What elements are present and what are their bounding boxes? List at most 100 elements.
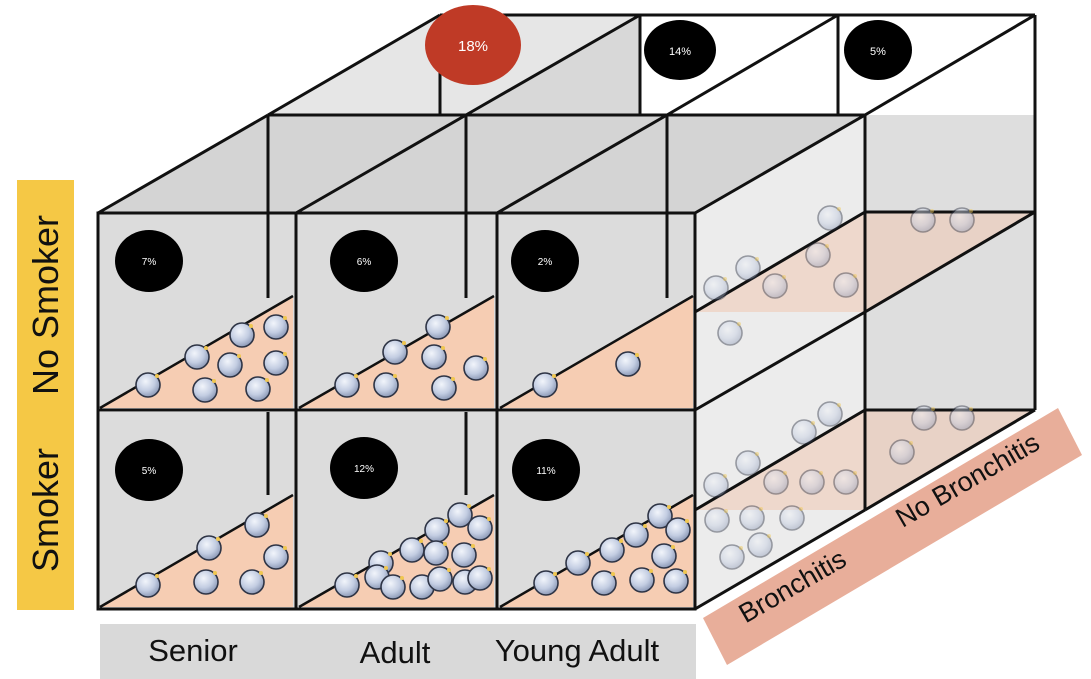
ball-accent: [667, 505, 671, 509]
ball-accent: [931, 407, 935, 411]
ball: [135, 572, 161, 598]
faded-ball: [703, 472, 729, 498]
faded-ball: [763, 469, 789, 495]
ball-accent: [384, 566, 388, 570]
young-adult-label: Young Adult: [495, 633, 660, 668]
badge-no-smoker-adult: 6%: [330, 230, 398, 292]
badge-smoker-young-adult-label: 11%: [536, 466, 555, 477]
ball-accent: [393, 374, 397, 378]
faded-ball: [762, 273, 788, 299]
no-smoker-badges: 7% 6% 2%: [115, 230, 579, 292]
ball: [196, 535, 222, 561]
ball-accent: [155, 374, 159, 378]
faded-ball: [717, 320, 743, 346]
ball-accent: [237, 354, 241, 358]
ball-accent: [755, 257, 759, 261]
bronchitis-axis: Bronchitis No Bronchitis: [703, 408, 1082, 665]
badge-no-smoker-young-adult-label: 2%: [538, 257, 553, 268]
ball-accent: [819, 471, 823, 475]
ball: [135, 372, 161, 398]
ball-accent: [400, 576, 404, 580]
faded-ball: [833, 272, 859, 298]
ball-accent: [643, 524, 647, 528]
top-badge-3: 5%: [844, 20, 912, 80]
ball: [425, 314, 451, 340]
ball: [663, 568, 689, 594]
ball-accent: [799, 507, 803, 511]
ball-accent: [467, 504, 471, 508]
ball-accent: [204, 346, 208, 350]
ball-accent: [443, 542, 447, 546]
ball: [192, 377, 218, 403]
ball-accent: [969, 407, 973, 411]
ball-accent: [767, 534, 771, 538]
ball: [380, 574, 406, 600]
ball-accent: [402, 341, 406, 345]
ball-accent: [553, 572, 557, 576]
faded-ball: [791, 419, 817, 445]
ball: [229, 322, 255, 348]
ball-accent: [723, 474, 727, 478]
ball-accent: [683, 570, 687, 574]
ball-accent: [837, 207, 841, 211]
faded-ball: [719, 544, 745, 570]
smoking-axis: No Smoker Smoker: [17, 180, 74, 610]
ball: [334, 572, 360, 598]
ball-accent: [969, 209, 973, 213]
badge-smoker-young-adult: 11%: [512, 439, 580, 501]
top-badge-1: 18%: [425, 5, 521, 85]
ball-accent: [487, 567, 491, 571]
ball-accent: [444, 519, 448, 523]
ball-accent: [909, 441, 913, 445]
ball-accent: [783, 471, 787, 475]
faded-ball: [704, 507, 730, 533]
ball-accent: [759, 507, 763, 511]
top-row-badges: 18% 14% 5%: [425, 5, 912, 85]
faded-ball: [799, 469, 825, 495]
ball: [533, 570, 559, 596]
ball-accent: [212, 379, 216, 383]
age-axis-band: [100, 624, 696, 679]
ball-accent: [837, 403, 841, 407]
ball-accent: [930, 209, 934, 213]
ball-accent: [471, 544, 475, 548]
faded-ball: [949, 207, 975, 233]
top-badge-3-label: 5%: [870, 46, 886, 58]
ball-accent: [739, 546, 743, 550]
ball: [599, 537, 625, 563]
ball-accent: [483, 357, 487, 361]
ball: [615, 351, 641, 377]
ball: [263, 314, 289, 340]
ball-accent: [585, 552, 589, 556]
ball-accent: [283, 546, 287, 550]
faded-ball: [833, 469, 859, 495]
senior-label: Senior: [148, 633, 238, 668]
ball: [245, 376, 271, 402]
faded-ball: [949, 405, 975, 431]
ball-accent: [388, 552, 392, 556]
ball: [184, 344, 210, 370]
ball: [629, 567, 655, 593]
ball-accent: [552, 374, 556, 378]
ball: [467, 515, 493, 541]
ball-accent: [259, 571, 263, 575]
faded-ball: [779, 505, 805, 531]
ball-accent: [853, 274, 857, 278]
age-axis: Senior Adult Young Adult: [100, 624, 696, 679]
ball-accent: [723, 277, 727, 281]
ball-accent: [451, 377, 455, 381]
ball-accent: [354, 574, 358, 578]
faded-ball: [703, 275, 729, 301]
ball: [463, 355, 489, 381]
faded-ball: [911, 405, 937, 431]
ball: [427, 566, 453, 592]
badge-smoker-senior-label: 5%: [142, 466, 157, 477]
ball: [423, 540, 449, 566]
ball: [447, 502, 473, 528]
faded-ball: [735, 255, 761, 281]
ball-accent: [611, 572, 615, 576]
ball-accent: [249, 324, 253, 328]
ball-accent: [354, 374, 358, 378]
ball: [217, 352, 243, 378]
ball: [373, 372, 399, 398]
